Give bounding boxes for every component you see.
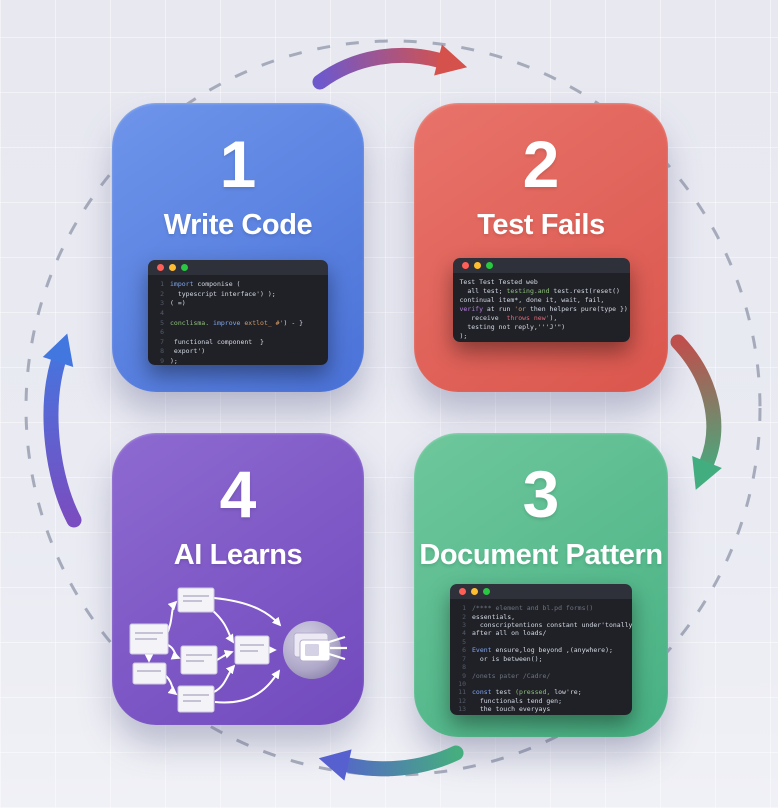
close-traffic-light-icon [461, 262, 469, 270]
code-line: 1/**** element and bl.pd forms() [462, 604, 594, 613]
arrow-step4-to-step1 [42, 333, 82, 528]
code-line: 4 [160, 309, 164, 318]
arrow-step2-to-step3 [670, 334, 722, 490]
code-line: 5 [462, 637, 466, 646]
close-traffic-light-icon [157, 264, 164, 272]
window-titlebar [452, 258, 630, 274]
step-title: AI Learns [173, 539, 303, 572]
code-line: 13 the touch everyays [458, 705, 551, 714]
ai-learning-flowchart [129, 587, 347, 713]
step-number: 2 [522, 127, 560, 201]
code-line: verify at run 'or then helpers pure(type… [459, 305, 628, 314]
code-line: 9); [160, 357, 178, 366]
flowchart-node [234, 635, 270, 665]
code-line: 7 or is between(); [462, 654, 543, 663]
minimize-traffic-light-icon [471, 588, 478, 596]
step-number: 4 [219, 457, 257, 531]
window-titlebar [148, 260, 328, 276]
zoom-traffic-light-icon [181, 264, 188, 272]
code-line: Test Test Tested web [459, 278, 538, 287]
code-line: 9/onets pater /Cadre/ [462, 671, 551, 680]
flowchart-node-text-lines [135, 595, 264, 702]
zoom-traffic-light-icon [485, 262, 493, 270]
code-line: ); [459, 332, 468, 341]
step-title: Write Code [163, 209, 313, 242]
flowchart-connectors [144, 597, 282, 704]
flowchart-nodes [129, 587, 270, 713]
terminal-content: Test Test Tested web all test; testing.a… [452, 273, 630, 343]
step-number: 3 [522, 457, 560, 531]
code-line: receive throws new'), [459, 314, 558, 323]
flowchart-node [177, 685, 215, 713]
code-line: 7 functional component } [160, 337, 264, 346]
code-line: 3 conscriptentions constant under'tonall… [462, 621, 632, 630]
flowchart-node [177, 587, 215, 613]
code-line: 8 export') [160, 347, 206, 356]
terminal-window: Test Test Tested web all test; testing.a… [452, 258, 630, 343]
minimize-traffic-light-icon [473, 262, 481, 270]
arrow-step3-to-step4 [318, 745, 464, 781]
code-line: 10 [458, 679, 466, 688]
code-line: 12 functionals tend gen; [458, 696, 563, 705]
step-title: Test Fails [477, 209, 605, 242]
code-line: 6 [160, 328, 164, 337]
step-title: Document Pattern [419, 539, 663, 572]
arrow-step1-to-step2 [312, 44, 468, 90]
step-number: 1 [219, 127, 257, 201]
minimize-traffic-light-icon [169, 264, 176, 272]
zoom-traffic-light-icon [483, 588, 490, 596]
chip-output-pins [328, 636, 347, 661]
code-line: all test; testing.and test.rest(reset() [459, 287, 620, 296]
flowchart-node [132, 662, 167, 685]
code-line: testing not reply,'''J'") [459, 323, 566, 332]
flowchart-node [180, 645, 218, 675]
code-line: 2 typescript interface') ); [160, 289, 276, 298]
code-line: 3( =) [160, 299, 186, 308]
window-titlebar [450, 584, 632, 600]
code-line: continual item*, done it, wait, fail, [459, 296, 605, 305]
chip-core [305, 644, 319, 657]
step-card-ai-learns: 4 AI Learns [112, 433, 364, 725]
code-line: 8 [462, 663, 466, 672]
step-card-document-pattern: 3 Document Pattern 1/**** element and bl… [414, 433, 668, 737]
close-traffic-light-icon [459, 588, 466, 596]
ai-model-node [283, 621, 347, 680]
step-card-test-fails: 2 Test Fails Test Test Tested web all te… [414, 103, 668, 392]
